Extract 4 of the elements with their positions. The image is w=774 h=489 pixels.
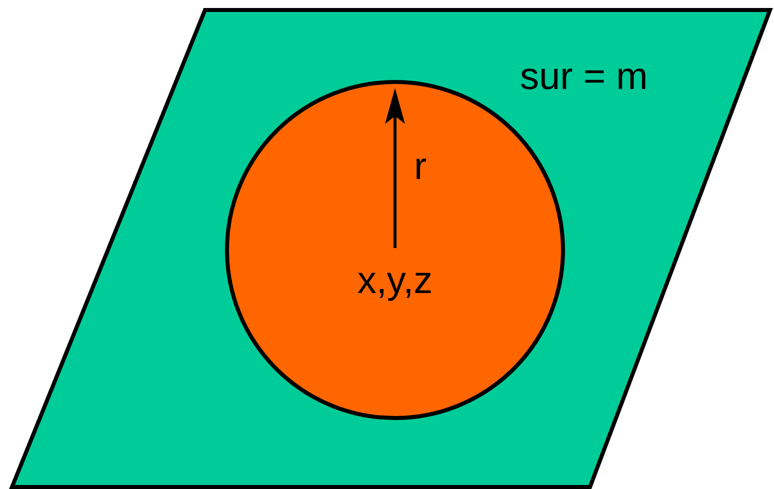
radius-label: r — [414, 148, 427, 186]
surface-label: sur = m — [520, 58, 648, 96]
center-label: x,y,z — [357, 262, 433, 300]
plane-parallelogram — [8, 6, 774, 489]
